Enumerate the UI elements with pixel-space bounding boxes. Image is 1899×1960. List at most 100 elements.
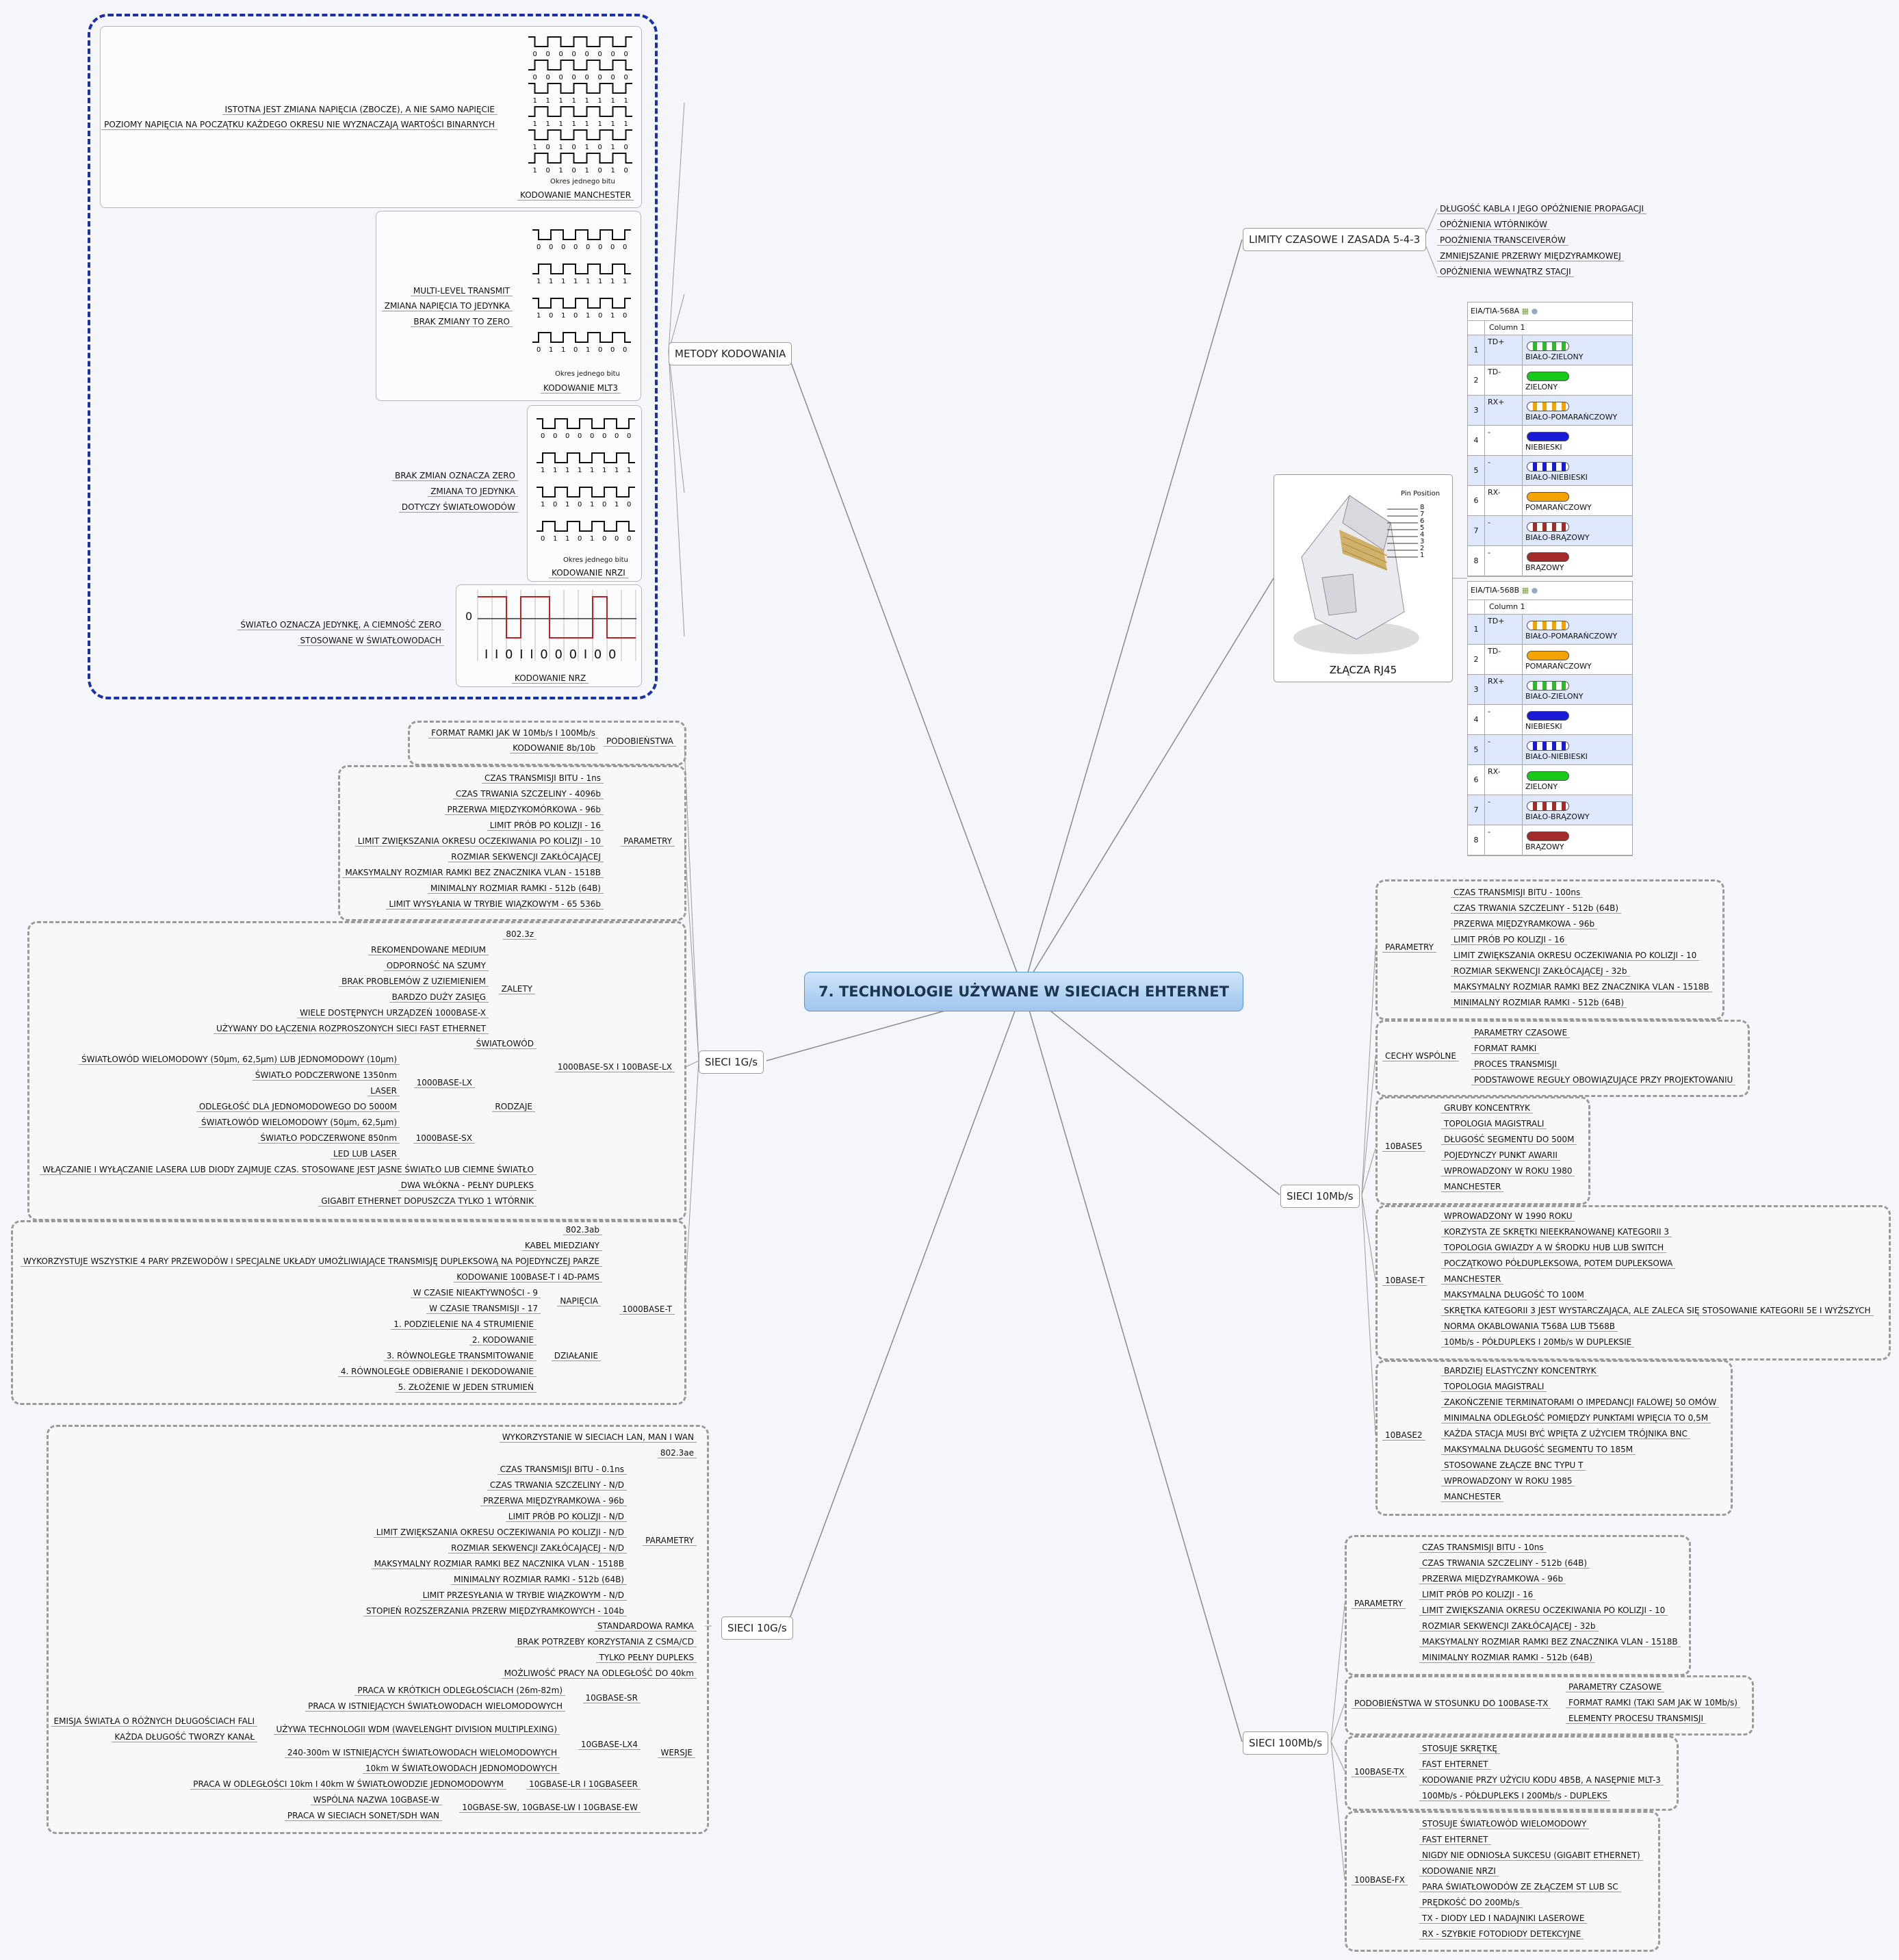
s100m-fx-item[interactable]: PARA ŚWIATŁOWODÓW ZE ZŁĄCZEM ST LUB SC (1419, 1882, 1621, 1892)
branch-sieci-100m[interactable]: SIECI 100Mb/s (1243, 1731, 1329, 1755)
s100m-parametry-item[interactable]: LIMIT ZWIĘKSZANIA OKRESU OCZEKIWANIA PO … (1419, 1606, 1668, 1616)
s10g-item[interactable]: STANDARDOWA RAMKA (595, 1621, 697, 1632)
s1g-t-item[interactable]: WYKORZYSTUJE WSZYSTKIE 4 PARY PRZEWODÓW … (21, 1256, 602, 1267)
s10g-sr-item[interactable]: PRACA W ISTNIEJĄCYCH ŚWIATŁOWODACH WIELO… (305, 1701, 565, 1712)
limity-item[interactable]: DŁUGOŚĆ KABLA I JEGO OPÓŹNIENIE PROPAGAC… (1437, 204, 1647, 214)
s1g-dzialanie-item[interactable]: 2. KODOWANIE (469, 1335, 537, 1345)
s1g-swiatlowod[interactable]: ŚWIATŁOWÓD (473, 1039, 537, 1049)
limity-item[interactable]: OPÓŹNIENIA WTÓRNIKÓW (1437, 220, 1551, 230)
s1g-parametry-item[interactable]: CZAS TRWANIA SZCZELINY - 4096b (452, 789, 604, 799)
s10m-10baset-item[interactable]: KORZYSTA ZE SKRĘTKI NIEEKRANOWANEJ KATEG… (1441, 1227, 1672, 1237)
s10g-parametry-item[interactable]: PRZERWA MIĘDZYRAMKOWA - 96b (480, 1496, 627, 1506)
s10g-sr-label[interactable]: 10GBASE-SR (582, 1693, 641, 1703)
s1g-zalety-label[interactable]: ZALETY (498, 984, 535, 994)
s10g-parametry-item[interactable]: LIMIT PRZESYŁANIA W TRYBIE WIĄZKOWYM - N… (419, 1590, 627, 1601)
s10g-item[interactable]: 802.3ae (657, 1448, 697, 1458)
s100m-fx-item[interactable]: NIGDY NIE ODNIOSŁA SUKCESU (GIGABIT ETHE… (1419, 1851, 1643, 1861)
s10g-lx4-item[interactable]: 10km W ŚWIATŁOWODACH JEDNOMODOWYCH (363, 1764, 560, 1774)
s100m-fx-item[interactable]: STOSUJE ŚWIATŁOWÓD WIELOMODOWY (1419, 1819, 1590, 1829)
s1g-sxlx-extra[interactable]: GIGABIT ETHERNET DOPUSZCZA TYLKO 1 WTÓRN… (318, 1196, 537, 1207)
s1g-podobienstwa-label[interactable]: PODOBIEŃSTWA (603, 736, 676, 747)
s1g-sx-label[interactable]: 1000BASE-SX (413, 1133, 475, 1144)
s1g-zalety-item[interactable]: BRAK PROBLEMÓW Z UZIEMIENIEM (339, 977, 489, 987)
s1g-zalety-item[interactable]: REKOMENDOWANE MEDIUM (368, 945, 489, 955)
s10m-parametry-item[interactable]: CZAS TRANSMISJI BITU - 100ns (1451, 888, 1584, 898)
s1g-zalety-item[interactable]: ODPORNOŚĆ NA SZUMY (383, 961, 489, 971)
s1g-parametry-item[interactable]: MAKSYMALNY ROZMIAR RAMKI BEZ ZNACZNIKA V… (342, 868, 604, 878)
s10g-sw-label[interactable]: 10GBASE-SW, 10GBASE-LW I 10GBASE-EW (459, 1803, 641, 1813)
s1g-parametry-item[interactable]: MINIMALNY ROZMIAR RAMKI - 512b (64B) (427, 884, 604, 894)
s1g-parametry-item[interactable]: ROZMIAR SEKWENCJI ZAKŁÓCAJĄCEJ (448, 852, 604, 862)
s10g-wdm-item[interactable]: EMISJA ŚWIATŁA O RÓŻNYCH DŁUGOŚCIACH FAL… (51, 1716, 257, 1727)
s10m-10base5-item[interactable]: WPROWADZONY W ROKU 1980 (1441, 1166, 1575, 1176)
s1g-parametry-item[interactable]: LIMIT PRÓB PO KOLIZJI - 16 (487, 821, 604, 831)
s10g-wdm-item[interactable]: KAŻDA DŁUGOŚĆ TWORZY KANAŁ (112, 1732, 257, 1742)
s10g-parametry-item[interactable]: LIMIT PRÓB PO KOLIZJI - N/D (505, 1512, 627, 1522)
s10m-10baset-item[interactable]: TOPOLOGIA GWIAZDY A W ŚRODKU HUB LUB SWI… (1441, 1243, 1667, 1253)
expand-icon[interactable]: ● (1531, 307, 1538, 315)
s1g-napiecia-item[interactable]: W CZASIE NIEAKTYWNOŚCI - 9 (410, 1288, 541, 1298)
s10m-10baset-item[interactable]: NORMA OKABLOWANIA T568A LUB T568B (1441, 1321, 1618, 1332)
s1g-sxlx-extra[interactable]: DWA WŁÓKNA - PEŁNY DUPLEKS (398, 1181, 537, 1191)
s10m-10base5-item[interactable]: POJEDYNCZY PUNKT AWARII (1441, 1150, 1560, 1161)
s10g-parametry-item[interactable]: CZAS TRWANIA SZCZELINY - N/D (487, 1480, 627, 1491)
s100m-parametry-item[interactable]: MINIMALNY ROZMIAR RAMKI - 512b (64B) (1419, 1653, 1596, 1663)
s10m-10baset-item[interactable]: MAKSYMALNA DŁUGOŚĆ TO 100M (1441, 1290, 1587, 1300)
s100m-pod-label[interactable]: PODOBIEŃSTWA W STOSUNKU DO 100BASE-TX (1352, 1699, 1551, 1709)
s10m-cechy-item[interactable]: PARAMETRY CZASOWE (1471, 1028, 1571, 1038)
s1g-parametry-item[interactable]: PRZERWA MIĘDZYKOMÓRKOWA - 96b (444, 805, 604, 815)
s1g-zalety-item[interactable]: WIELE DOSTĘPNYCH URZĄDZEŃ 1000BASE-X (297, 1008, 489, 1018)
s10m-10baset-item[interactable]: WPROWADZONY W 1990 ROKU (1441, 1211, 1575, 1222)
central-topic[interactable]: 7. TECHNOLOGIE UŻYWANE W SIECIACH EHTERN… (804, 972, 1243, 1011)
s10g-item[interactable]: MOŻLIWOŚĆ PRACY NA ODLEGŁOŚĆ DO 40km (501, 1668, 697, 1679)
s1g-dzialanie-item[interactable]: 1. PODZIELENIE NA 4 STRUMIENIE (391, 1319, 537, 1330)
s10m-10base2-label[interactable]: 10BASE2 (1382, 1430, 1425, 1441)
s100m-pod-item[interactable]: FORMAT RAMKI (TAKI SAM JAK W 10Mb/s) (1566, 1698, 1740, 1708)
s1g-parametry-label[interactable]: PARAMETRY (621, 836, 675, 847)
s10m-10base2-item[interactable]: BARDZIEJ ELASTYCZNY KONCENTRYK (1441, 1366, 1599, 1376)
s10g-wersje-label[interactable]: WERSJE (658, 1748, 695, 1758)
s1g-dzialanie-item[interactable]: 5. ZŁOŻENIE W JEDEN STRUMIEŃ (395, 1382, 537, 1393)
s1g-sx-item[interactable]: LED LUB LASER (331, 1149, 400, 1159)
s100m-fx-item[interactable]: RX - SZYBKIE FOTODIODY DETEKCYJNE (1419, 1929, 1584, 1939)
s100m-parametry-item[interactable]: CZAS TRWANIA SZCZELINY - 512b (64B) (1419, 1558, 1590, 1569)
branch-limity-czasowe[interactable]: LIMITY CZASOWE I ZASADA 5-4-3 (1243, 228, 1427, 251)
s10g-lr-item[interactable]: PRACA W ODLEGŁOŚCI 10km I 40km W ŚWIATŁO… (190, 1779, 506, 1790)
s1g-lx-item[interactable]: LASER (367, 1086, 400, 1096)
s100m-tx-item[interactable]: 100Mb/s - PÓŁDUPLEKS I 200Mb/s - DUPLEKS (1419, 1791, 1610, 1801)
s10g-parametry-item[interactable]: MINIMALNY ROZMIAR RAMKI - 512b (64B) (450, 1575, 627, 1585)
s10m-cechy-item[interactable]: FORMAT RAMKI (1471, 1044, 1540, 1054)
s10m-parametry-item[interactable]: ROZMIAR SEKWENCJI ZAKŁÓCAJĄCEJ - 32b (1451, 966, 1630, 977)
s1g-parametry-item[interactable]: LIMIT ZWIĘKSZANIA OKRESU OCZEKIWANIA PO … (354, 836, 604, 847)
s1g-sx-item[interactable]: ŚWIATŁO PODCZERWONE 850nm (257, 1133, 400, 1144)
s10g-item[interactable]: WYKORZYSTANIE W SIECIACH LAN, MAN I WAN (499, 1432, 697, 1443)
s10m-cechy-item[interactable]: PODSTAWOWE REGUŁY OBOWIĄZUJĄCE PRZY PROJ… (1471, 1075, 1736, 1085)
s10m-10base2-item[interactable]: ZAKOŃCZENIE TERMINATORAMI O IMPEDANCJI F… (1441, 1397, 1720, 1408)
s10g-lx4-label[interactable]: 10GBASE-LX4 (578, 1740, 641, 1750)
s10g-parametry-item[interactable]: CZAS TRANSMISJI BITU - 0.1ns (497, 1465, 627, 1475)
s1g-t-item[interactable]: KODOWANIE 100BASE-T I 4D-PAMS (454, 1272, 602, 1282)
s10m-10baset-item[interactable]: POCZĄTKOWO PÓŁDUPLEKSOWA, POTEM DUPLEKSO… (1441, 1259, 1676, 1269)
s1g-sx-item[interactable]: ŚWIATŁOWÓD WIELOMODOWY (50µm, 62,5µm) (198, 1118, 400, 1128)
s10g-parametry-label[interactable]: PARAMETRY (643, 1536, 697, 1546)
s10m-10base5-item[interactable]: GRUBY KONCENTRYK (1441, 1103, 1533, 1113)
s100m-parametry-item[interactable]: LIMIT PRÓB PO KOLIZJI - 16 (1419, 1590, 1536, 1600)
s10m-parametry-label[interactable]: PARAMETRY (1382, 942, 1436, 953)
s100m-fx-item[interactable]: FAST EHTERNET (1419, 1835, 1491, 1845)
s10m-parametry-item[interactable]: CZAS TRWANIA SZCZELINY - 512b (64B) (1451, 903, 1622, 914)
s10m-cechy-item[interactable]: PROCES TRANSMISJI (1471, 1059, 1560, 1070)
s1g-dzialanie-item[interactable]: 4. RÓWNOLEGŁE ODBIERANIE I DEKODOWANIE (337, 1367, 537, 1377)
limity-item[interactable]: POOŹNIENIA TRANSCEIVERÓW (1437, 235, 1568, 246)
s10m-10base2-item[interactable]: WPROWADZONY W ROKU 1985 (1441, 1476, 1575, 1486)
s1g-lx-item[interactable]: ŚWIATŁO PODCZERWONE 1350nm (252, 1070, 400, 1081)
s1g-zalety-item[interactable]: UŻYWANY DO ŁĄCZENIA ROZPROSZONYCH SIECI … (214, 1024, 489, 1034)
s100m-tx-item[interactable]: KODOWANIE PRZY UŻYCIU KODU 4B5B, A NASĘP… (1419, 1775, 1664, 1785)
s100m-parametry-item[interactable]: CZAS TRANSMISJI BITU - 10ns (1419, 1543, 1547, 1553)
s100m-parametry-label[interactable]: PARAMETRY (1352, 1599, 1406, 1609)
s100m-tx-label[interactable]: 100BASE-TX (1352, 1767, 1408, 1777)
s10g-lr-label[interactable]: 10GBASE-LR I 10GBASEER (526, 1779, 641, 1790)
s10m-10base5-label[interactable]: 10BASE5 (1382, 1142, 1425, 1152)
s100m-fx-item[interactable]: TX - DIODY LED I NADAJNIKI LASEROWE (1419, 1913, 1588, 1924)
s1g-dzialanie-item[interactable]: 3. RÓWNOLEGŁE TRANSMITOWANIE (383, 1351, 537, 1361)
s100m-parametry-item[interactable]: PRZERWA MIĘDZYRAMKOWA - 96b (1419, 1574, 1566, 1584)
